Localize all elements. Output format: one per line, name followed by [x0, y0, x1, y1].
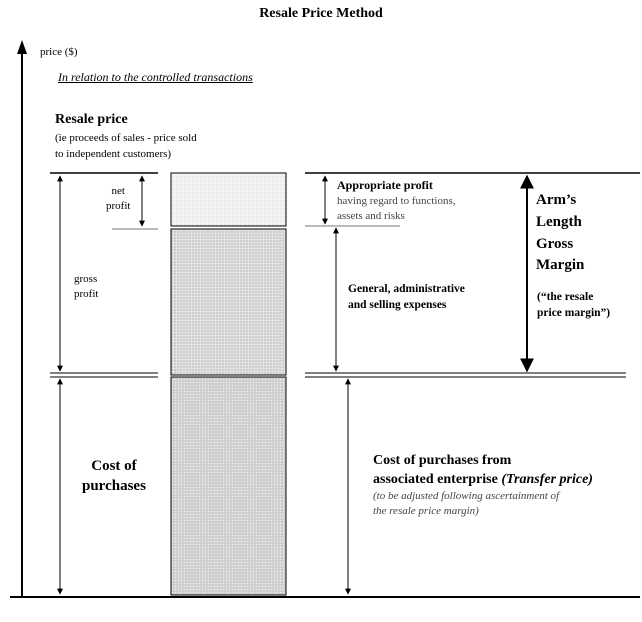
arms-length-line-2: Length: [536, 213, 582, 230]
net-profit-line-2: profit: [106, 199, 131, 212]
arms-length-line-1: Arm’s: [536, 192, 577, 208]
associated-enterprise-text: associated enterprise: [373, 471, 502, 487]
resale-price-margin-line-1: (“the resale: [537, 291, 594, 303]
cost-of-purchases-line-2: purchases: [82, 478, 146, 495]
resale-price-margin-label: (“the resale price margin”): [537, 290, 610, 321]
price-axis-arrowhead: [17, 40, 27, 54]
appropriate-profit-sub-1: having regard to functions,: [337, 195, 456, 207]
gross-profit-line-1: gross: [74, 273, 98, 285]
resale-price-sub-2: to independent customers): [55, 148, 172, 160]
cost-purchases-associated-line-2: associated enterprise (Transfer price): [373, 471, 593, 490]
expenses-block: [170, 228, 287, 376]
net-profit-block: [170, 172, 287, 227]
axis-label: price ($): [40, 46, 78, 58]
net-profit-label: net profit: [106, 184, 130, 214]
gross-profit-line-2: profit: [74, 287, 99, 300]
relation-note: In relation to the controlled transactio…: [58, 70, 253, 84]
arms-length-gross-margin-label: Arm’s Length Gross Margin: [536, 190, 584, 277]
cost-of-purchases-line-1: Cost of: [91, 458, 137, 474]
transfer-price-text: (Transfer price): [501, 471, 593, 487]
arms-length-line-4: Margin: [536, 257, 585, 274]
cost-purchases-associated-line-1: Cost of purchases from: [373, 453, 512, 468]
resale-price-heading: Resale price: [55, 112, 128, 127]
general-expenses-line-1: General, administrative: [348, 283, 465, 295]
gross-profit-label: gross profit: [74, 272, 98, 302]
appropriate-profit-label: Appropriate profit: [337, 178, 433, 192]
net-profit-line-1: net: [111, 185, 125, 197]
general-expenses-label: General, administrative and selling expe…: [348, 282, 465, 313]
cost-purchases-sub-2: the resale price margin): [373, 505, 479, 517]
arms-length-line-3: Gross: [536, 235, 574, 252]
resale-price-sub-1: (ie proceeds of sales - price sold: [55, 132, 197, 144]
cost-purchases-sub-1: (to be adjusted following ascertainment …: [373, 490, 560, 502]
appropriate-profit-sub-2: assets and risks: [337, 210, 405, 222]
general-expenses-line-2: and selling expenses: [348, 298, 447, 311]
resale-price-margin-line-2: price margin”): [537, 306, 611, 319]
cost-of-purchases-block: [170, 376, 287, 596]
cost-purchases-associated-label: Cost of purchases from associated enterp…: [373, 452, 593, 490]
cost-of-purchases-label: Cost of purchases: [82, 456, 146, 497]
diagram-title: Resale Price Method: [259, 6, 383, 21]
